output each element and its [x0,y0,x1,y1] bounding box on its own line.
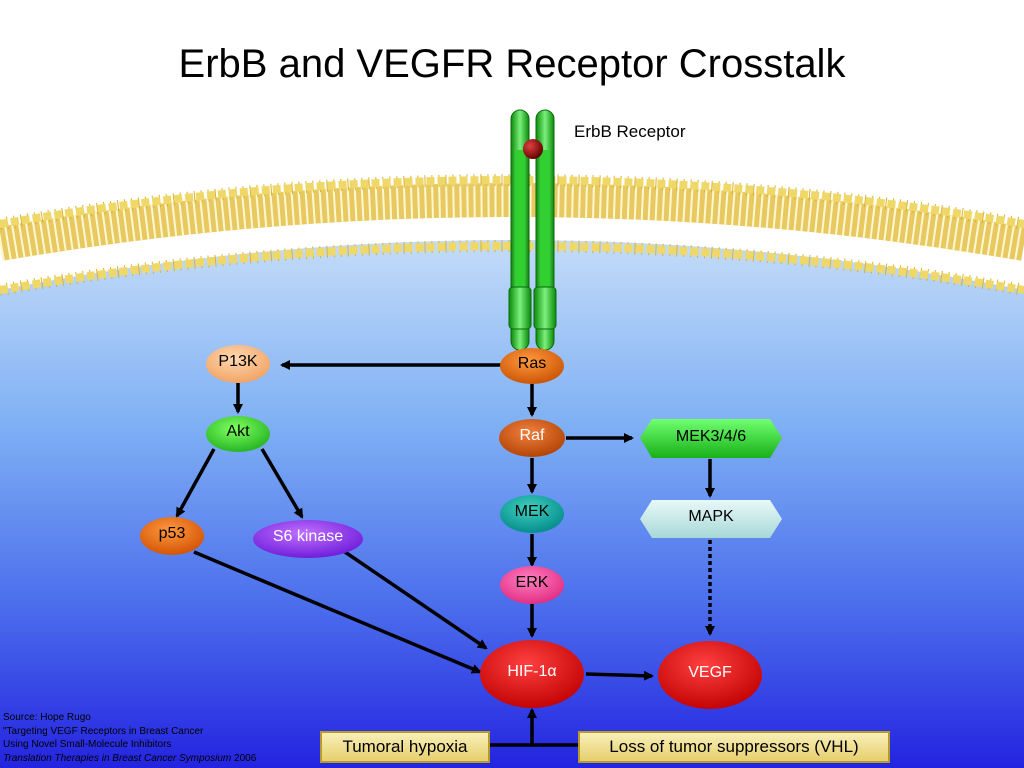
node-s6-label: S6 kinase [272,528,344,545]
arrow-akt-s6 [260,448,304,519]
source-line-3: Using Novel Small-Molecule Inhibitors [3,739,172,750]
node-akt: Akt [206,416,270,452]
node-vegf: VEGF [658,641,762,709]
node-akt-label: Akt [226,423,250,440]
node-raf: Raf [499,419,565,457]
node-mek-label: MEK [514,503,550,520]
vhl-loss-box: Loss of tumor suppressors (VHL) [578,731,890,763]
node-s6-kinase: S6 kinase [253,520,363,558]
receptor-label: ErbB Receptor [574,122,686,141]
node-ras: Ras [500,348,564,384]
node-erk: ERK [500,566,564,604]
source-line-4-year: 2006 [231,752,257,764]
node-hif-label: HIF-1α [507,663,557,680]
node-mek: MEK [500,495,564,533]
source-line-4: Translation Therapies in Breast Cancer S… [3,752,256,766]
source-line-1: Source: Hope Rugo [3,712,91,723]
page-title: ErbB and VEGFR Receptor Crosstalk [178,42,846,86]
node-vegf-label: VEGF [688,664,732,681]
node-mek346: MEK3/4/6 [640,419,782,458]
arrow-hif-vegf [585,670,654,681]
ligand-icon [523,139,543,159]
node-raf-label: Raf [519,427,545,444]
source-line-2: "Targeting VEGF Receptors in Breast Canc… [3,725,204,737]
node-p13k-label: P13K [218,353,258,370]
source-citation: Source: Hope Rugo "Targeting VEGF Recept… [3,711,256,765]
arrows [175,360,715,747]
erbb-receptor [508,109,557,351]
arrow-s6-hif [344,550,488,650]
node-shapes [140,345,782,709]
node-p13k: P13K [206,345,270,383]
tumoral-hypoxia-box: Tumoral hypoxia [320,731,490,763]
source-line-4-title: Translation Therapies in Breast Cancer S… [3,752,232,764]
node-p53: p53 [140,517,204,555]
arrow-p53-hif [193,550,482,674]
node-ras-label: Ras [517,355,547,372]
node-mek346-label: MEK3/4/6 [675,427,747,445]
node-p53-label: p53 [158,525,186,542]
node-erk-label: ERK [515,574,549,591]
node-hif-1a: HIF-1α [480,640,584,708]
arrow-akt-p53 [175,448,216,518]
node-mapk-label: MAPK [688,508,734,525]
node-mapk: MAPK [640,500,782,538]
